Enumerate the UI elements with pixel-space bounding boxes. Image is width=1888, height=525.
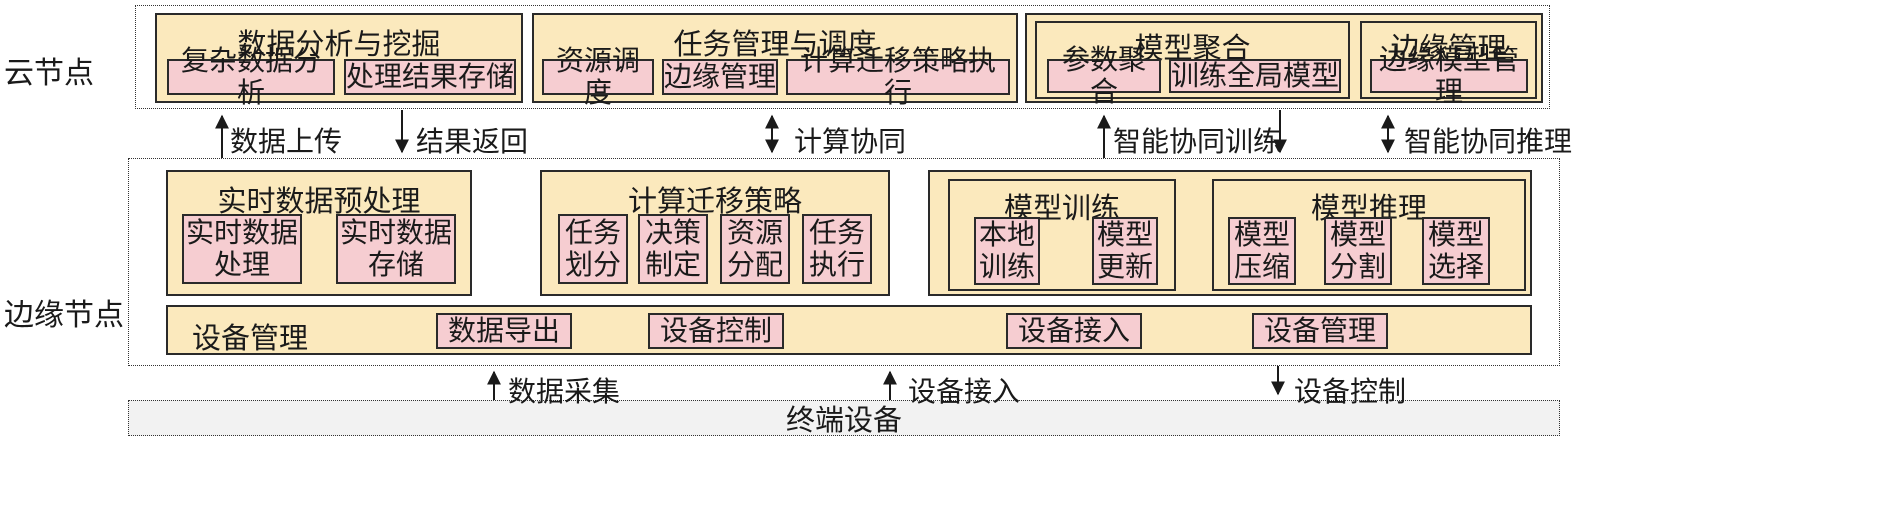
group-title: 实时数据预处理 bbox=[217, 184, 421, 218]
edge-group-model: 模型训练 本地 训练 模型 更新 模型推理 模型 压缩 模型 分割 模型 选择 bbox=[928, 170, 1532, 296]
group-title: 数据分析与挖掘 bbox=[237, 27, 441, 61]
edge-group-device-management: 设备管理 数据导出 设备控制 设备接入 设备管理 bbox=[166, 305, 1532, 355]
box-model-partition: 模型 分割 bbox=[1324, 217, 1392, 285]
label-data-upload: 数据上传 bbox=[230, 125, 343, 158]
box-model-update: 模型 更新 bbox=[1092, 217, 1158, 285]
box-model-compression: 模型 压缩 bbox=[1228, 217, 1296, 285]
group-title: 任务管理与调度 bbox=[673, 27, 877, 61]
subgroup-model-aggregation: 模型聚合 参数聚合 训练全局模型 bbox=[1035, 21, 1350, 108]
label-collab-training: 智能协同训练 bbox=[1113, 125, 1282, 158]
cloud-group-task-management: 任务管理与调度 资源调度 边缘管理 计算迁移策略执行 bbox=[532, 13, 1018, 109]
label-collab-inference: 智能协同推理 bbox=[1404, 125, 1573, 158]
box-decision-making: 决策 制定 bbox=[638, 214, 708, 284]
box-global-training: 训练全局模型 bbox=[1169, 58, 1341, 93]
box-device-control: 设备控制 bbox=[648, 313, 784, 349]
label-data-collect: 数据采集 bbox=[508, 375, 621, 408]
cloud-group-model: 模型聚合 参数聚合 训练全局模型 边缘管理 边缘模型管理 bbox=[1025, 13, 1543, 108]
group-title: 计算迁移策略 bbox=[627, 184, 802, 218]
box-edge-management: 边缘管理 bbox=[662, 59, 778, 95]
subgroup-model-training: 模型训练 本地 训练 模型 更新 bbox=[948, 179, 1176, 291]
cloud-group-data-analysis: 数据分析与挖掘 复杂数据分析 处理结果存储 bbox=[155, 13, 523, 109]
label-device-access: 设备接入 bbox=[908, 375, 1021, 408]
box-device-admin: 设备管理 bbox=[1252, 313, 1388, 349]
cloud-layer-label: 云节点 bbox=[4, 56, 94, 91]
edge-group-offload: 计算迁移策略 任务 划分 决策 制定 资源 分配 任务 执行 bbox=[540, 170, 890, 296]
subgroup-edge-management: 边缘管理 边缘模型管理 bbox=[1360, 21, 1537, 108]
box-resource-allocation: 资源 分配 bbox=[720, 214, 790, 284]
edge-group-preprocess: 实时数据预处理 实时数据 处理 实时数据 存储 bbox=[166, 170, 472, 296]
box-result-storage: 处理结果存储 bbox=[344, 59, 516, 95]
device-management-title: 设备管理 bbox=[192, 321, 309, 355]
box-realtime-processing: 实时数据 处理 bbox=[182, 214, 302, 284]
edge-layer-label: 边缘节点 bbox=[4, 298, 124, 333]
terminal-layer: 终端设备 bbox=[128, 400, 1560, 437]
box-resource-scheduling: 资源调度 bbox=[542, 44, 654, 109]
label-device-control: 设备控制 bbox=[1294, 375, 1407, 408]
box-data-export: 数据导出 bbox=[436, 313, 572, 349]
box-task-partition: 任务 划分 bbox=[558, 214, 628, 284]
box-model-selection: 模型 选择 bbox=[1422, 217, 1490, 285]
box-device-access: 设备接入 bbox=[1006, 313, 1142, 349]
box-realtime-storage: 实时数据 存储 bbox=[336, 214, 456, 284]
label-result-return: 结果返回 bbox=[416, 125, 529, 158]
box-task-execution: 任务 执行 bbox=[802, 214, 872, 284]
label-compute-collab: 计算协同 bbox=[794, 125, 907, 158]
box-local-training: 本地 训练 bbox=[974, 217, 1040, 285]
subgroup-model-inference: 模型推理 模型 压缩 模型 分割 模型 选择 bbox=[1212, 179, 1526, 291]
